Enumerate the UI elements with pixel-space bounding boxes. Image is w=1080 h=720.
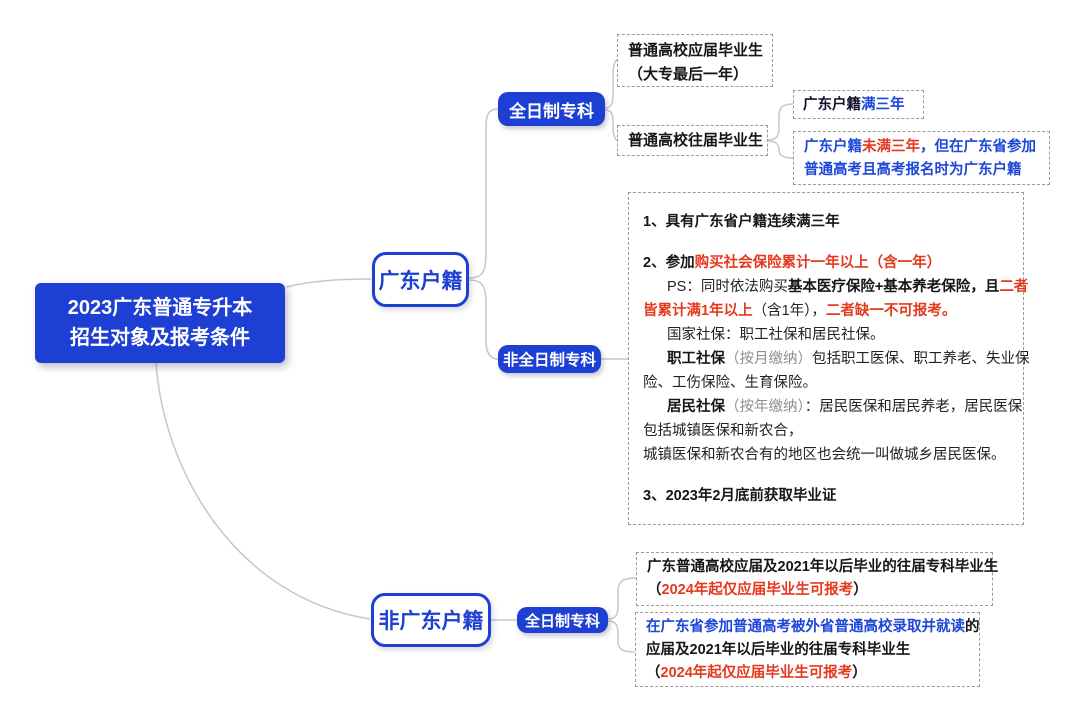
text-line: 3、2023年2月底前获取毕业证 — [643, 484, 1009, 508]
text-segment: 1、具有广东省户籍连续满三年 — [643, 214, 840, 230]
text-segment: 2024年起仅应届毕业生可报考 — [660, 665, 853, 681]
text-line — [643, 467, 1009, 484]
text-line: 普通高校往届毕业生 — [628, 129, 763, 153]
text-segment: ，但在广东省参加 — [920, 139, 1036, 155]
text-line: 普通高考且高考报名时为广东户籍 — [804, 159, 1039, 182]
text-segment: （按年缴纳） — [725, 399, 805, 415]
link-fulltimebtm-box2 — [607, 620, 636, 653]
text-line: 广东户籍满三年 — [803, 94, 914, 116]
node-fulltime-college-bottom[interactable]: 全日制专科 — [517, 607, 608, 633]
node-parttime-college[interactable]: 非全日制专科 — [498, 345, 601, 373]
link-root-nongd — [155, 361, 371, 620]
text-line — [643, 234, 1009, 251]
text-segment: ） — [852, 665, 867, 681]
text-segment: 包括职工医保、职工养老、失业保 — [812, 351, 1030, 367]
branch-non-gd-hukou[interactable]: 非广东户籍 — [371, 593, 491, 647]
node-fulltime-college-top[interactable]: 全日制专科 — [498, 92, 605, 126]
text-segment: 广东普通高校应届及2021年以后毕业的往届专科毕业生 — [647, 559, 999, 575]
text-segment: （大专最后一年） — [628, 66, 749, 83]
link-fulltime-fresh — [604, 59, 618, 109]
leaf-hukou-under-3-years[interactable]: 广东户籍未满三年，但在广东省参加普通高考且高考报名时为广东户籍 — [793, 131, 1050, 185]
text-segment: 二者缺一不可报考。 — [825, 303, 957, 319]
text-line: （2024年起仅应届毕业生可报考） — [646, 662, 969, 685]
link-former-not3yr — [767, 140, 794, 159]
branch-gd-hukou[interactable]: 广东户籍 — [372, 252, 469, 307]
text-segment: 在广东省参加普通高考被外省普通高校录取并就读 — [646, 619, 965, 635]
root-title-line1: 2023广东普通专升本 — [67, 297, 253, 319]
link-former-3yr — [767, 103, 794, 141]
text-line: 居民社保（按年缴纳）：居民医保和居民养老，居民医保 — [643, 395, 1022, 419]
text-segment: 险、工伤保险、生育保险。 — [643, 375, 817, 391]
text-line: 应届及2021年以后毕业的往届专科毕业生 — [646, 639, 969, 662]
leaf-hukou-3-years[interactable]: 广东户籍满三年 — [793, 90, 924, 119]
text-line: 广东户籍未满三年，但在广东省参加 — [804, 136, 1039, 159]
text-segment: 广东户籍 — [803, 97, 861, 113]
link-root-gd — [285, 278, 372, 288]
text-segment: （含1年）， — [752, 303, 826, 319]
leaf-out-province-grads[interactable]: 在广东省参加普通高考被外省普通高校录取并就读的应届及2021年以后毕业的往届专科… — [635, 612, 980, 687]
text-line: PS：同时依法购买基本医疗保险+基本养老保险，且二者 — [643, 275, 1028, 299]
branch-non-gd-hukou-label: 非广东户籍 — [378, 610, 484, 633]
text-segment: 居民社保 — [667, 399, 725, 415]
leaf-gd-college-grads[interactable]: 广东普通高校应届及2021年以后毕业的往届专科毕业生 （2024年起仅应届毕业生可… — [636, 552, 998, 606]
text-segment: 2、参加 — [643, 255, 695, 271]
text-line: 城镇医保和新农合有的地区也会统一叫做城乡居民医保。 — [643, 443, 1009, 467]
text-line: 在广东省参加普通高考被外省普通高校录取并就读的 — [646, 616, 980, 639]
text-line: 广东普通高校应届及2021年以后毕业的往届专科毕业生 — [647, 556, 998, 579]
root-title-line2: 招生对象及报考条件 — [70, 327, 250, 349]
text-segment: 国家社保：职工社保和居民社保。 — [667, 327, 885, 343]
link-fulltime-former — [604, 109, 618, 141]
text-segment: 普通高考且高考报名时为广东户籍 — [804, 162, 1022, 178]
text-segment: （按月缴纳） — [725, 351, 812, 367]
link-gd-parttime — [468, 279, 499, 360]
branch-gd-hukou-label: 广东户籍 — [378, 269, 463, 293]
text-segment: ：居民医保和居民养老，居民医保 — [804, 399, 1023, 415]
text-line: 皆累计满1年以上（含1年），二者缺一不可报考。 — [643, 299, 1009, 323]
text-segment: ，且 — [970, 279, 1000, 295]
text-segment: 城镇医保和新农合有的地区也会统一叫做城乡居民医保。 — [643, 447, 1006, 463]
text-segment: （ — [646, 665, 661, 681]
text-segment: 购买社会保险累计一年以上（含一年） — [694, 255, 942, 271]
link-fulltimebtm-box1 — [607, 577, 637, 620]
text-segment: 包括城镇医保和新农合， — [643, 423, 803, 439]
text-line: （2024年起仅应届毕业生可报考） — [647, 579, 982, 602]
text-segment: 普通高校应届毕业生 — [628, 42, 764, 59]
node-fulltime-college-top-label: 全日制专科 — [509, 101, 594, 121]
node-fulltime-college-bottom-label: 全日制专科 — [524, 612, 600, 630]
text-segment: 普通高校往届毕业生 — [628, 132, 764, 149]
text-segment: 基本医疗保险+基本养老保险 — [787, 279, 971, 295]
link-gd-fulltime — [468, 108, 499, 279]
text-segment: （ — [647, 582, 662, 598]
text-line: 国家社保：职工社保和居民社保。 — [643, 323, 1009, 347]
text-line: 包括城镇医保和新农合， — [643, 419, 1009, 443]
text-segment: 二者 — [999, 279, 1029, 295]
text-line: 险、工伤保险、生育保险。 — [643, 371, 1009, 395]
text-line: 职工社保（按月缴纳）包括职工医保、职工养老、失业保 — [643, 347, 1030, 371]
text-segment: 皆累计满1年以上 — [643, 303, 753, 319]
root-topic[interactable]: 2023广东普通专升本 招生对象及报考条件 — [35, 283, 285, 363]
text-line: 2、参加购买社会保险累计一年以上（含一年） — [643, 251, 1009, 275]
text-segment: 的 — [965, 619, 980, 635]
node-parttime-college-label: 非全日制专科 — [502, 352, 596, 369]
text-segment: 广东户籍 — [804, 139, 862, 155]
leaf-fresh-graduates[interactable]: 普通高校应届毕业生 （大专最后一年） — [617, 34, 773, 87]
text-line: 普通高校应届毕业生 — [628, 39, 764, 63]
text-line: （大专最后一年） — [628, 63, 762, 87]
leaf-former-graduates[interactable]: 普通高校往届毕业生 — [617, 125, 768, 156]
text-segment: 应届及2021年以后毕业的往届专科毕业生 — [646, 642, 911, 658]
text-segment: 2024年起仅应届毕业生可报考 — [661, 582, 854, 598]
text-segment: PS：同时依法购买 — [667, 279, 788, 295]
text-segment: 3、2023年2月底前获取毕业证 — [643, 488, 837, 504]
text-segment: 满三年 — [861, 97, 905, 113]
text-segment: 职工社保 — [667, 351, 725, 367]
text-segment: ） — [853, 582, 868, 598]
text-segment: 未满三年 — [862, 139, 920, 155]
text-line: 1、具有广东省户籍连续满三年 — [643, 210, 1009, 234]
